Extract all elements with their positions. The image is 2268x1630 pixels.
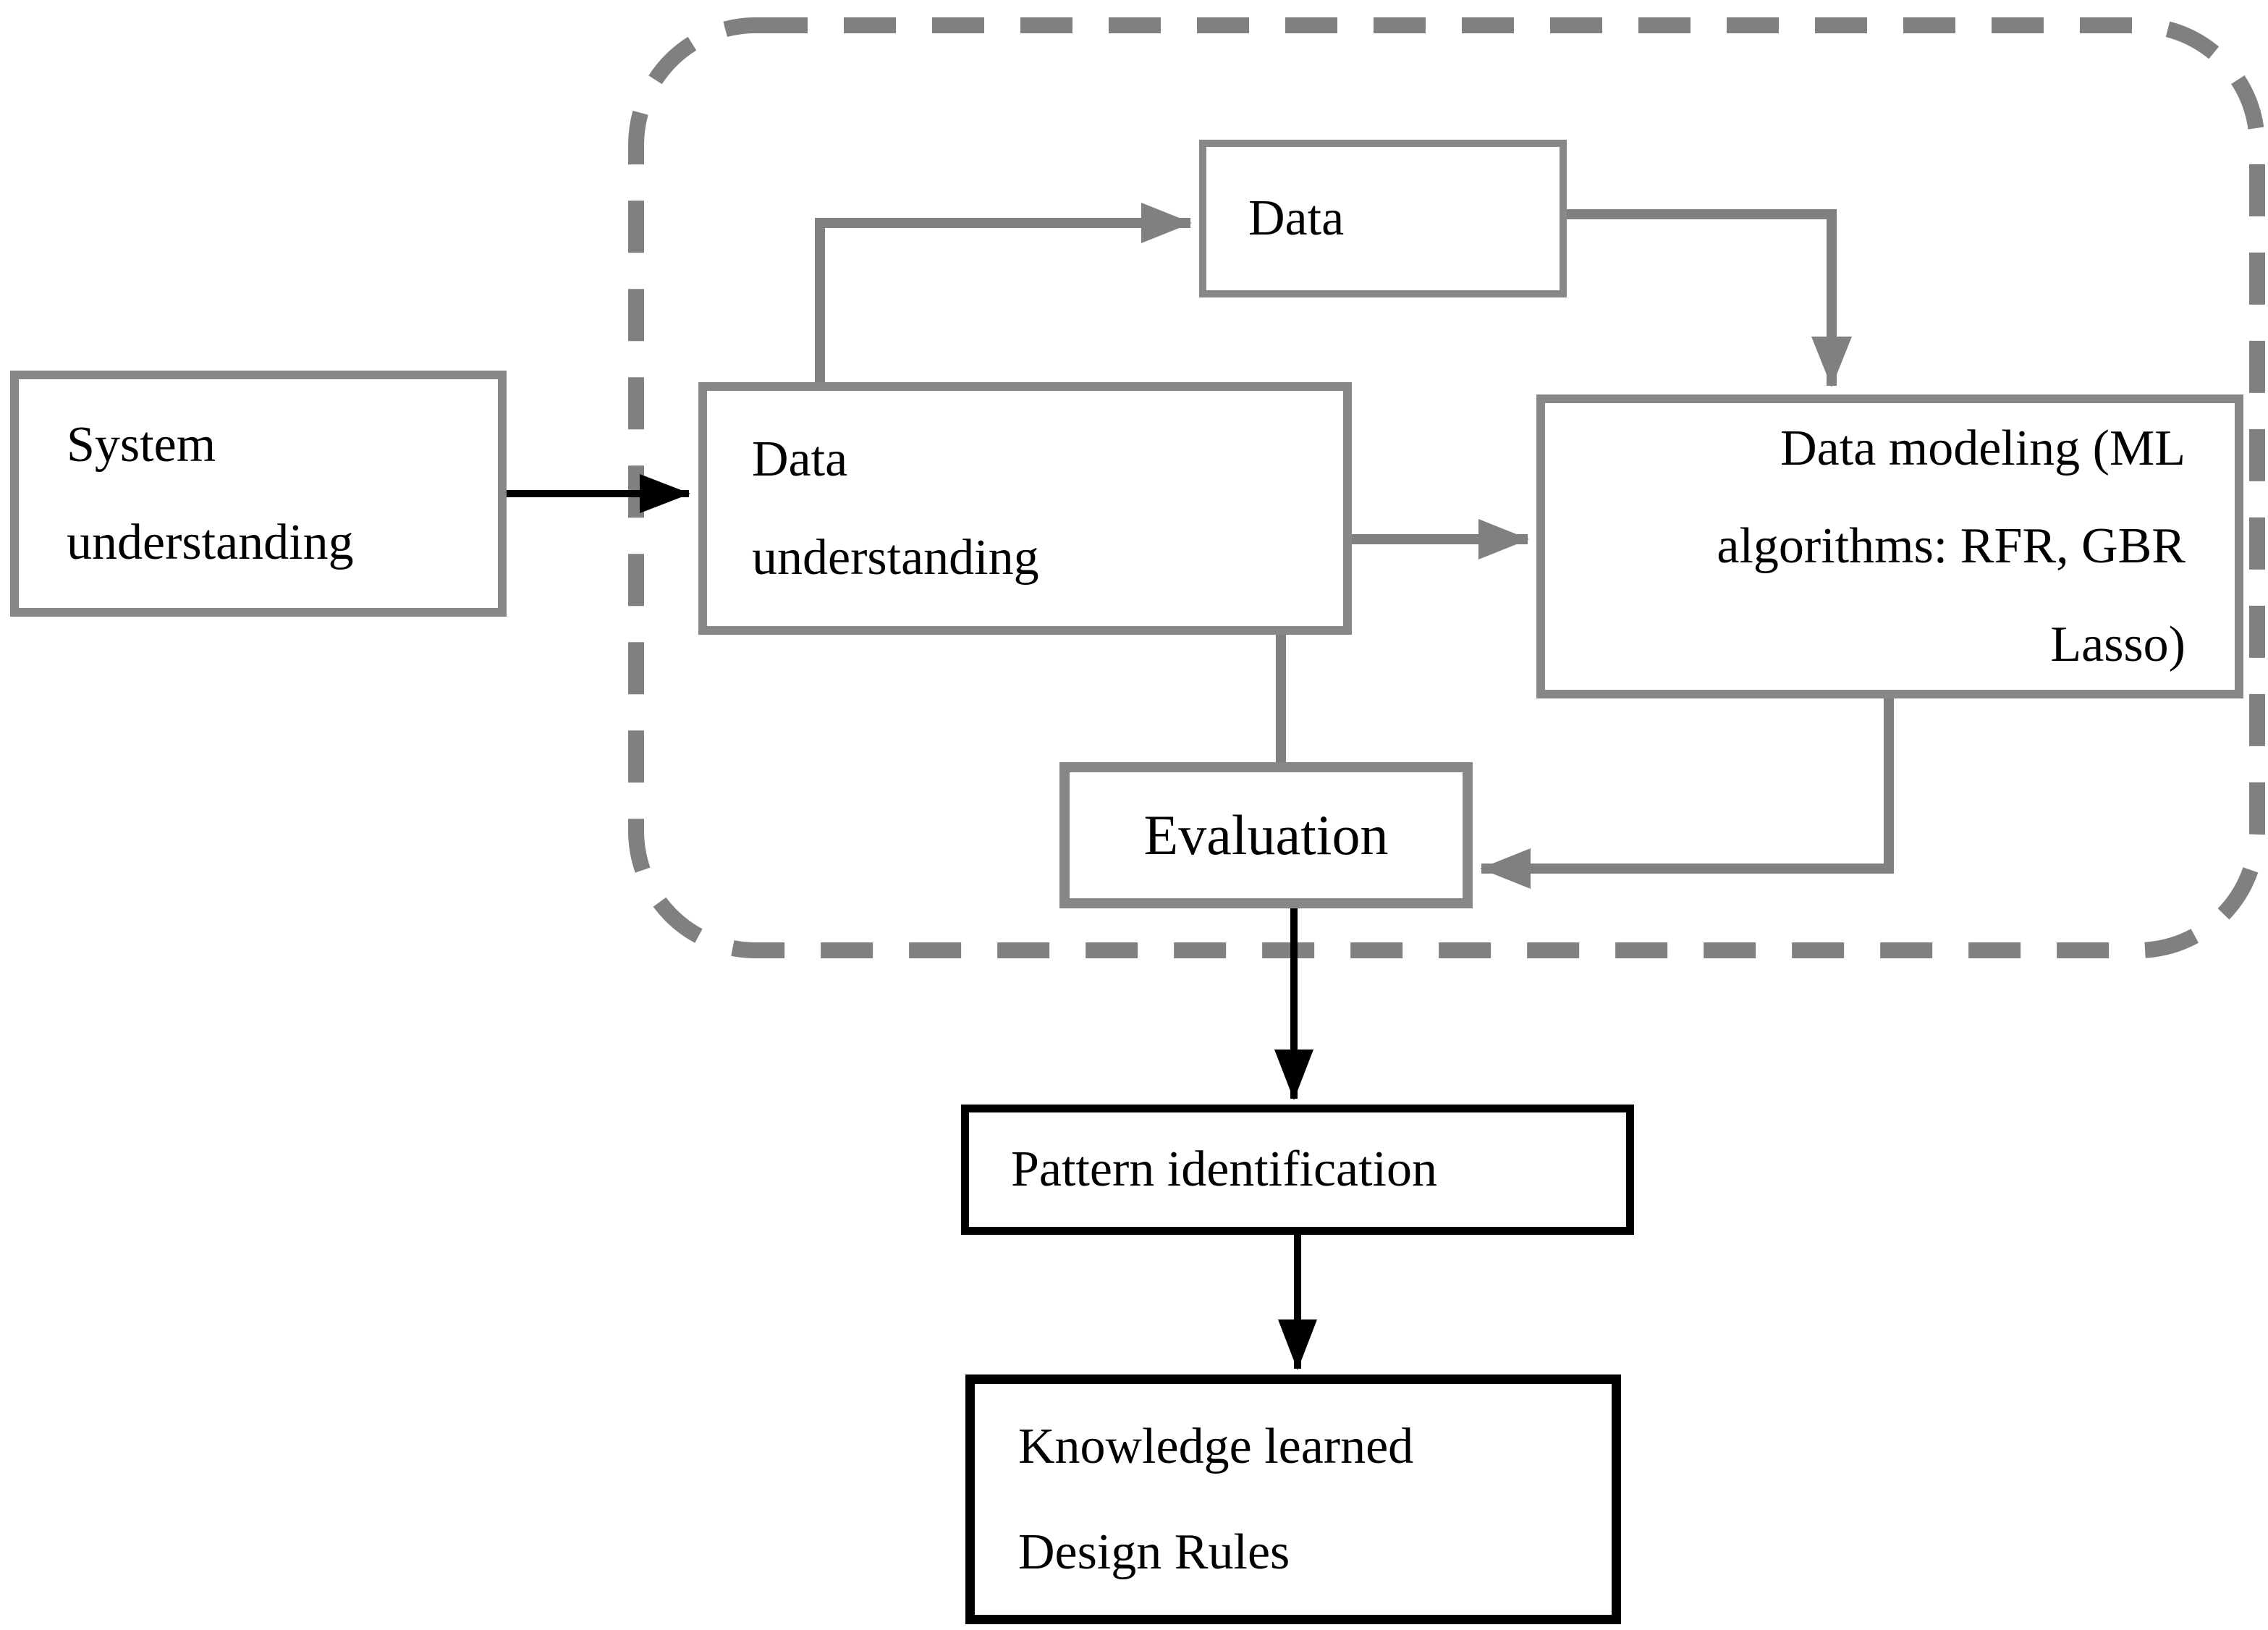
node-label-line: algorithms: RFR, GBR — [1717, 518, 2186, 575]
node-system-understanding: System understanding — [10, 371, 507, 617]
node-data: Data — [1199, 140, 1567, 297]
node-label-word: Knowledge — [1018, 1419, 1252, 1474]
node-data-understanding: Data understanding — [698, 382, 1352, 635]
node-label-line: Knowledge learned — [1018, 1420, 1568, 1474]
node-label-line: Lasso) — [2050, 616, 2186, 672]
node-label-line: understanding — [752, 529, 1039, 586]
arrow-data-understanding-to-data — [815, 203, 1192, 382]
node-label: Pattern identification — [1011, 1141, 1437, 1198]
dashed-process-boundary — [628, 17, 2265, 958]
node-pattern-identification: Pattern identification — [961, 1105, 1634, 1235]
node-label-line: Design Rules — [1018, 1524, 1290, 1580]
arrow-data-to-data-modeling — [1567, 209, 1852, 387]
arrow-data-modeling-to-evaluation — [1480, 696, 1894, 889]
node-label-line: Data modeling (ML — [1780, 420, 2186, 476]
node-label: Evaluation — [1143, 803, 1389, 867]
node-label-line: System — [67, 416, 216, 473]
node-knowledge-learned: Knowledge learned Design Rules — [965, 1374, 1621, 1624]
node-evaluation: Evaluation — [1059, 762, 1473, 908]
node-label-line: understanding — [67, 515, 354, 570]
node-data-modeling: Data modeling (ML algorithms: RFR, GBR L… — [1536, 394, 2243, 698]
node-label: Data — [1248, 190, 1345, 247]
node-label-line: Data — [752, 431, 848, 487]
node-label-word: learned — [1264, 1419, 1414, 1474]
